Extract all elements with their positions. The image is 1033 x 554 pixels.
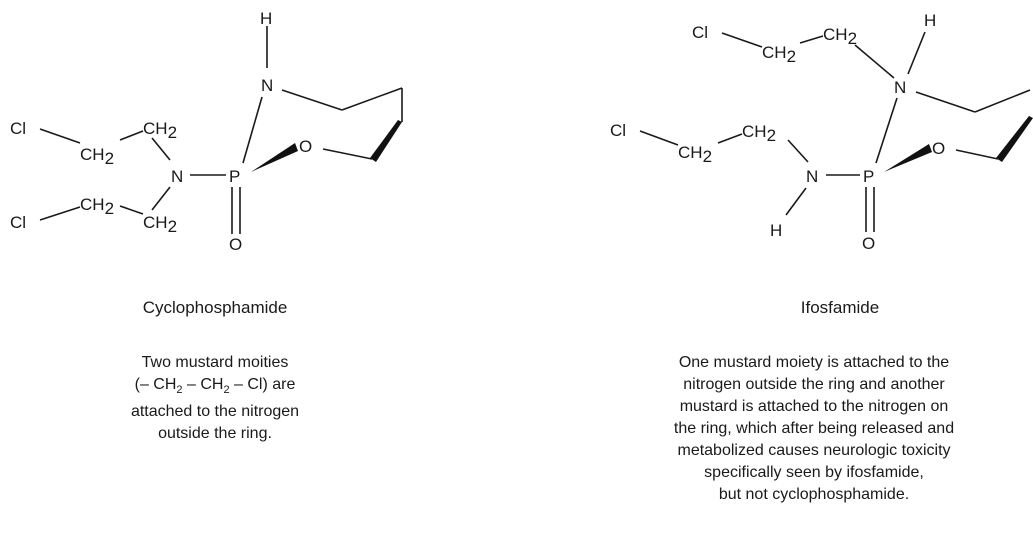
bond-ch2-ch2-upper — [119, 130, 144, 141]
atom-n-ring: N — [261, 76, 273, 95]
ifosfamide-description: One mustard moiety is attached to the ni… — [600, 352, 1028, 506]
bond-ch2-ch2-mid — [717, 133, 743, 144]
bond-cl-ch2-upper — [39, 128, 81, 144]
bond-n-ch2-ext — [787, 139, 809, 163]
ifosfamide-title: Ifosfamide — [800, 298, 880, 317]
bond-n-c-ring — [915, 91, 976, 113]
atom-ch2-m2: CH2 — [742, 122, 776, 145]
atom-h-bottom: H — [770, 221, 782, 240]
atom-p: P — [229, 167, 240, 186]
bond-c-c-ring-top — [974, 89, 1031, 113]
bond-ch2-ch2-lower — [119, 205, 144, 215]
atom-h: H — [260, 9, 272, 28]
bond-n-p — [242, 96, 263, 164]
atom-o-oxo: O — [862, 234, 875, 253]
ifosfamide-structure: Cl CH2 CH2 H N O P O Cl CH2 CH2 N H — [610, 11, 1033, 253]
atom-p: P — [863, 167, 874, 186]
bond-ch2-ch2-top — [799, 35, 824, 44]
bond-c-c-top — [341, 87, 403, 111]
atom-cl-mid: Cl — [610, 121, 626, 140]
wedge-p-o — [251, 143, 298, 172]
atom-h-top: H — [924, 11, 936, 30]
bond-cl-ch2-top — [721, 32, 763, 48]
bond-ch2-n-top — [854, 44, 895, 79]
bond-cl-ch2-mid — [639, 130, 679, 146]
bond-n-ch2-lower — [151, 186, 171, 211]
atom-ch2-d: CH2 — [143, 213, 177, 236]
desc-line: metabolized causes neurologic toxicity — [677, 442, 951, 459]
desc-line: outside the ring. — [158, 425, 272, 443]
bond-n-h-ext — [785, 187, 807, 216]
bond-n-ch2-upper — [151, 137, 171, 161]
atom-ch2-c: CH2 — [80, 195, 114, 218]
atom-ch2-m1: CH2 — [678, 143, 712, 166]
atom-ch2-top2: CH2 — [823, 25, 857, 48]
atom-o-ring: O — [299, 137, 312, 156]
desc-line: the ring, which after being released and — [673, 420, 955, 437]
cyclophosphamide-structure: H N O P O N Cl CH2 CH2 Cl CH2 CH2 — [10, 9, 403, 254]
bond-n-p-ring — [875, 97, 898, 164]
bold-bond-c-c — [370, 120, 402, 162]
atom-cl-top: Cl — [692, 23, 708, 42]
atom-o-ring: O — [932, 139, 945, 158]
bond-o-c-ring — [955, 149, 999, 160]
atom-ch2-b: CH2 — [143, 119, 177, 142]
cyclophosphamide-title: Cyclophosphamide — [142, 298, 288, 317]
cyclophosphamide-description: Two mustard moities (– CH2 – CH2 – Cl) a… — [55, 352, 375, 445]
bond-o-c — [322, 148, 373, 160]
desc-line: Two mustard moities — [141, 354, 289, 371]
atom-n-ext: N — [171, 167, 183, 186]
desc-line: (– CH2 – CH2 – Cl) are — [134, 376, 296, 397]
desc-line: mustard is attached to the nitrogen on — [679, 398, 949, 415]
bond-h-n-top — [907, 31, 926, 75]
atom-n-ring: N — [894, 78, 906, 97]
atom-n-ext: N — [806, 167, 818, 186]
atom-cl-lower: Cl — [10, 213, 26, 232]
atom-ch2-top1: CH2 — [762, 43, 796, 66]
atom-ch2-a: CH2 — [80, 145, 114, 168]
desc-line: One mustard moiety is attached to the — [678, 354, 950, 371]
wedge-p-o-ring — [884, 144, 932, 172]
atom-cl-upper: Cl — [10, 119, 26, 138]
bond-cl-ch2-lower — [39, 206, 81, 221]
desc-line: specifically seen by ifosfamide, — [704, 464, 924, 481]
desc-line: nitrogen outside the ring and another — [683, 376, 945, 393]
desc-line: but not cyclophosphamide. — [718, 486, 910, 503]
atom-o-oxo: O — [229, 235, 242, 254]
desc-line: attached to the nitrogen — [130, 403, 300, 421]
bond-n-c — [281, 89, 343, 111]
bold-bond-c-c-ring — [996, 116, 1033, 162]
